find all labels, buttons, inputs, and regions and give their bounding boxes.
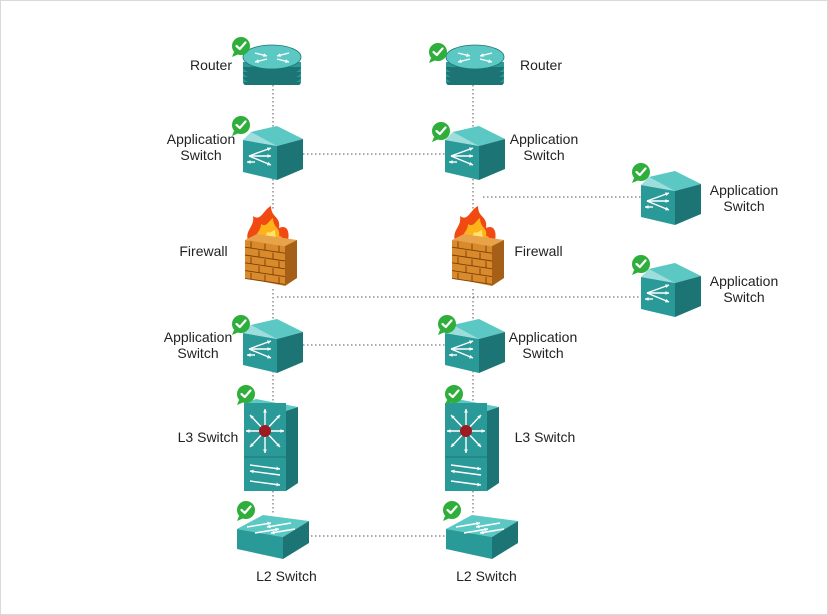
check-badge-icon xyxy=(232,315,250,335)
l2-right-label: L2 Switch xyxy=(439,568,534,584)
check-badge-icon xyxy=(438,315,456,335)
router-right-label: Router xyxy=(506,57,576,73)
label-line: Switch xyxy=(523,147,565,163)
label-line: Application xyxy=(509,131,579,147)
label-line: L3 Switch xyxy=(177,429,239,445)
l3-right-l3-switch-icon xyxy=(445,399,499,491)
label-line: Application xyxy=(709,182,779,198)
check-badge-icon xyxy=(632,163,650,183)
appsw-left-top-application-switch-icon xyxy=(243,126,303,180)
check-badge-icon xyxy=(237,501,255,521)
firewall-right-label: Firewall xyxy=(501,243,576,259)
firewall-left-firewall-icon xyxy=(244,206,297,286)
l3-left-label: L3 Switch xyxy=(163,429,253,445)
l2-right-l2-switch-icon xyxy=(446,515,518,559)
firewall-right-firewall-icon xyxy=(451,206,504,286)
label-line: Switch xyxy=(177,345,219,361)
label-line: Switch xyxy=(180,147,222,163)
l3-right-label: L3 Switch xyxy=(501,429,589,445)
label-line: Application xyxy=(163,329,233,345)
label-line: Router xyxy=(189,57,233,73)
label-line: L2 Switch xyxy=(456,568,517,584)
check-badge-icon xyxy=(429,43,447,63)
label-line: Firewall xyxy=(179,243,228,259)
check-badge-icon xyxy=(632,255,650,275)
router-left-router-icon xyxy=(242,44,302,85)
label-line: L3 Switch xyxy=(514,429,576,445)
check-badge-icon xyxy=(432,122,450,142)
check-badge-icon xyxy=(232,37,250,57)
label-line: Router xyxy=(519,57,563,73)
label-line: Switch xyxy=(723,198,765,214)
l3-left-l3-switch-icon xyxy=(244,399,298,491)
appsw-right-top-application-switch-icon xyxy=(445,126,505,180)
label-line: Firewall xyxy=(514,243,563,259)
l2-left-label: L2 Switch xyxy=(239,568,334,584)
l2-left-l2-switch-icon xyxy=(237,515,309,559)
appsw-side-2-application-switch-icon xyxy=(641,263,701,317)
router-left-label: Router xyxy=(161,57,261,73)
label-line: Application xyxy=(166,131,236,147)
check-badge-icon xyxy=(232,116,250,136)
firewall-left-label: Firewall xyxy=(161,243,246,259)
check-badge-icon xyxy=(443,501,461,521)
label-line: Switch xyxy=(522,345,564,361)
appsw-left-bottom-application-switch-icon xyxy=(243,319,303,373)
label-line: Application xyxy=(508,329,578,345)
label-line: Application xyxy=(709,273,779,289)
label-line: L2 Switch xyxy=(256,568,317,584)
check-badge-icon xyxy=(445,385,463,405)
label-line: Switch xyxy=(723,289,765,305)
router-right-router-icon xyxy=(445,44,505,85)
appsw-right-bottom-application-switch-icon xyxy=(445,319,505,373)
appsw-side-1-application-switch-icon xyxy=(641,171,701,225)
check-badge-icon xyxy=(237,385,255,405)
